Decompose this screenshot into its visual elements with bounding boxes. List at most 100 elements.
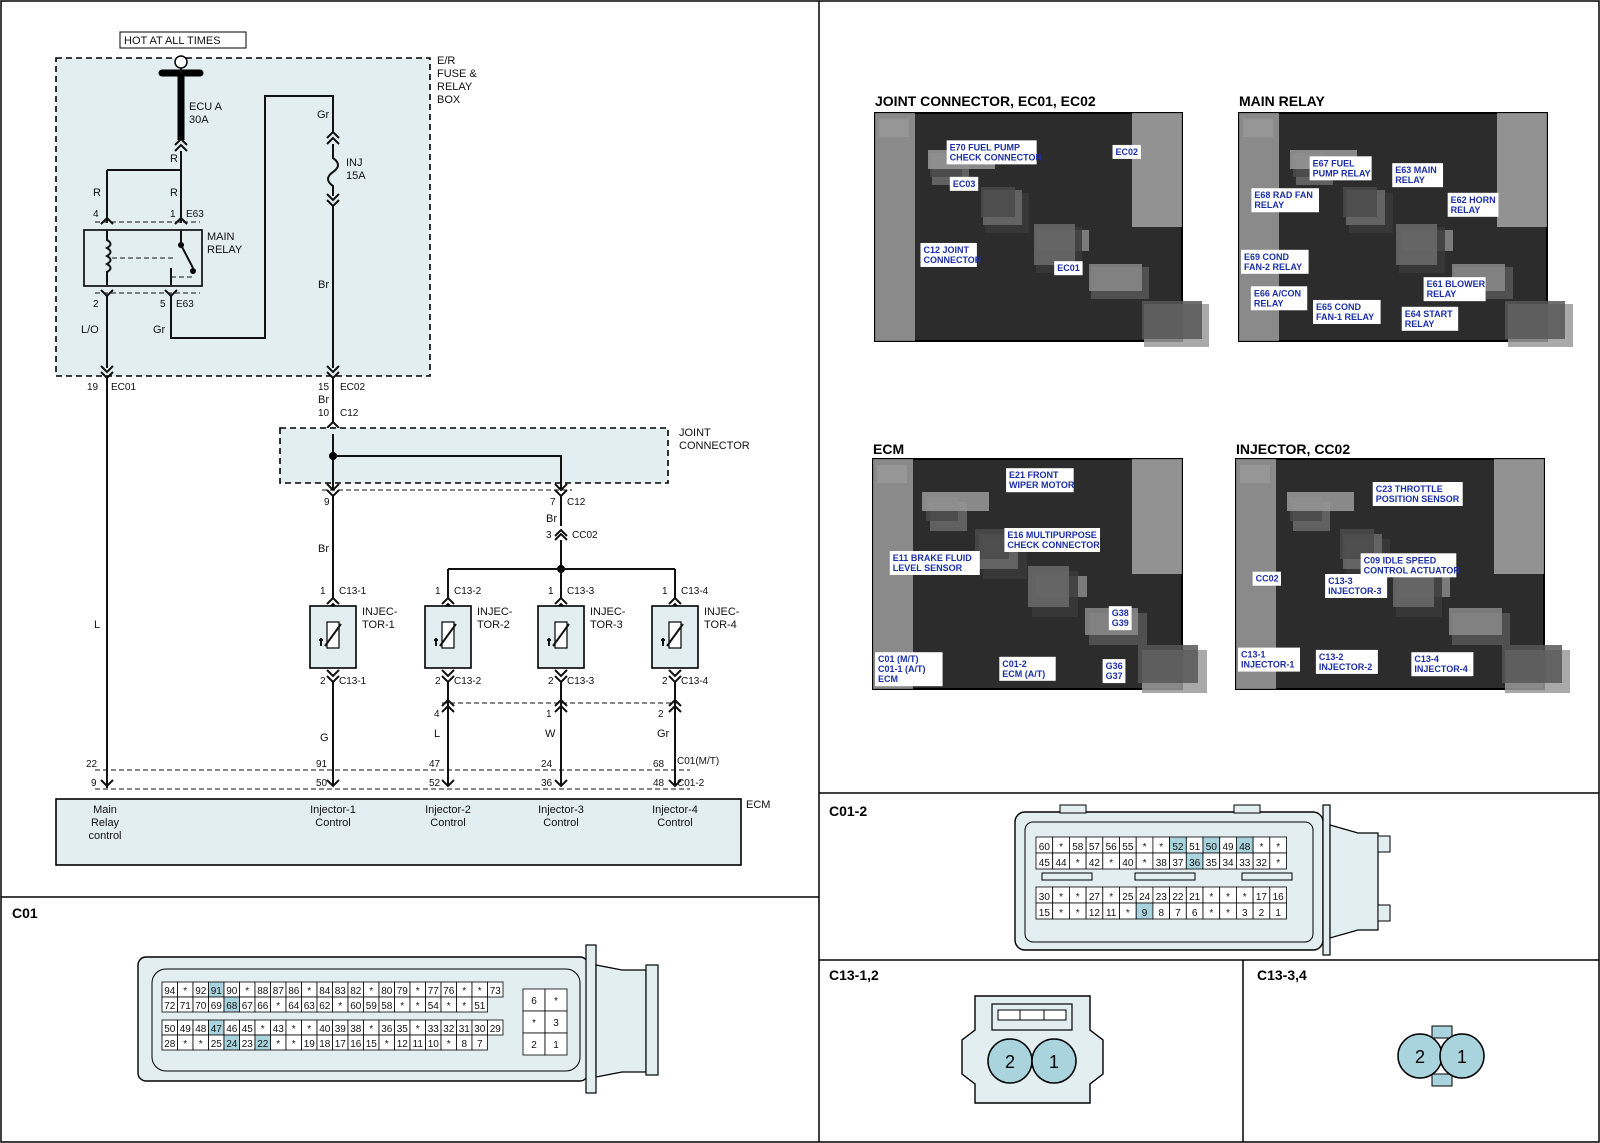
connector-pin-label: * [1226, 892, 1230, 903]
connector-pin-label: * [1159, 842, 1163, 853]
connector-pin-label: 58 [1072, 842, 1084, 853]
c1334-pin-1-label: 1 [1457, 1047, 1467, 1067]
c1312-pin-2-label: 2 [1005, 1052, 1015, 1072]
connector-pin-label: 35 [1206, 858, 1218, 869]
callout-box [1006, 468, 1074, 493]
connector-pin-label: 52 [1172, 842, 1184, 853]
callout-box [1315, 649, 1378, 674]
connector-pin-label: 51 [474, 1001, 486, 1012]
callout-box [1251, 188, 1319, 213]
callout-box [1360, 553, 1457, 578]
photo-callout: E16 MULTIPURPOSE [1007, 530, 1096, 540]
connector-pin-label: 47 [211, 1024, 223, 1035]
connector-pin-label: * [276, 1039, 280, 1050]
hot-label-box [119, 31, 247, 49]
joint-connector-label-2: CONNECTOR [679, 440, 750, 452]
wire-label-r2: R [93, 187, 101, 199]
callout-box [1423, 277, 1486, 302]
photo-callout: G37 [1106, 671, 1123, 681]
wire-label-g: G [320, 732, 329, 744]
connector-pin-label: 32 [443, 1024, 455, 1035]
connector-pin-label: * [554, 996, 558, 1007]
connector-pin-label: 2 [1259, 908, 1265, 919]
photo-callout: EC02 [1116, 147, 1139, 157]
c1312-title: C13-1,2 [829, 967, 879, 983]
connector-pin-label: * [1276, 858, 1280, 869]
photo-callout: EC01 [1057, 263, 1080, 273]
connector-pin-label: 9 [1142, 908, 1148, 919]
callout-box [875, 652, 943, 687]
conn-e63-top: E63 [186, 209, 204, 220]
photo-callout: G39 [1112, 618, 1129, 628]
connector-pin-label: * [261, 1024, 265, 1035]
callout-box [1313, 299, 1381, 324]
wire-label-w: W [545, 728, 556, 740]
photo-callout: LEVEL SENSOR [893, 563, 963, 573]
photo-callout: E21 FRONT [1009, 470, 1059, 480]
c1334-title: C13-3,4 [1257, 967, 1307, 983]
photo-callout: E65 COND [1316, 302, 1362, 312]
connector-pin-label: 72 [164, 1001, 176, 1012]
ecm-terminal-label: Control [657, 817, 692, 829]
pin-7: 7 [550, 497, 556, 508]
connector-pin-cell [471, 996, 488, 1013]
ecm-terminal-label: Relay [91, 817, 120, 829]
connector-pin-label: 1 [553, 1040, 559, 1051]
callout-box [889, 551, 980, 575]
pin-47: 47 [429, 759, 441, 770]
connector-pin-label: * [1243, 892, 1247, 903]
connector-pin-label: 88 [257, 986, 269, 997]
connector-pin-label: 16 [1273, 892, 1285, 903]
pin-15: 15 [318, 382, 330, 393]
pin-22: 22 [86, 759, 98, 770]
connector-pin-label: 49 [1222, 842, 1234, 853]
pin-24: 24 [541, 759, 553, 770]
pin-4: 4 [93, 209, 99, 220]
connector-pin-label: 40 [1122, 858, 1134, 869]
fuse-inj-label-1: INJ [346, 157, 363, 169]
main-relay [83, 229, 203, 287]
connector-pin-label: * [199, 1039, 203, 1050]
photo-callout: CHECK CONNECTOR [1007, 540, 1100, 550]
photo-title: ECM [873, 441, 904, 457]
connector-pin-label: 57 [1089, 842, 1101, 853]
photo-callout: CONTROL ACTUATOR [1364, 565, 1461, 575]
callout-box [1108, 606, 1132, 631]
connector-pin-label: 10 [428, 1039, 440, 1050]
connector-pin-label: 49 [180, 1024, 192, 1035]
connector-pin-label: * [416, 1024, 420, 1035]
connector-pin-cell [1269, 852, 1287, 870]
injector-2-label-2: TOR-2 [477, 619, 510, 631]
pin-48: 48 [653, 778, 665, 789]
callout-box [946, 140, 1037, 165]
connector-pin-label: 63 [304, 1001, 316, 1012]
photo-callout: E69 COND [1244, 252, 1290, 262]
connector-pin-label: 59 [366, 1001, 378, 1012]
connector-pin-label: 48 [195, 1024, 207, 1035]
ecm-terminal-label: control [88, 830, 121, 842]
fuse-box-label-4: BOX [437, 94, 461, 106]
connector-pin-label: * [1143, 858, 1147, 869]
conn-ec02: EC02 [340, 382, 365, 393]
wire-label-br1: Br [318, 279, 329, 291]
connector-pin-label: 18 [319, 1039, 331, 1050]
connector-pin-cell [487, 981, 504, 998]
photo-callout: C01 (M/T) [878, 654, 919, 664]
ecm-terminal-label: Injector-1 [310, 804, 356, 816]
photo-callout: E63 MAIN [1395, 165, 1437, 175]
connector-pin-label: 55 [1122, 842, 1134, 853]
photo-callout: E61 BLOWER [1427, 279, 1486, 289]
connector-pin-label: * [1109, 858, 1113, 869]
connector-pin-label: * [532, 1018, 536, 1029]
pin-68: 68 [653, 759, 665, 770]
connector-pin-label: 39 [335, 1024, 347, 1035]
connector-pin-label: 33 [428, 1024, 440, 1035]
connector-pin-label: 77 [428, 986, 440, 997]
connector-pin-label: 27 [1089, 892, 1101, 903]
connector-pin-label: 15 [1039, 908, 1051, 919]
connector-pin-label: 48 [1239, 842, 1251, 853]
connector-pin-label: 45 [1039, 858, 1051, 869]
